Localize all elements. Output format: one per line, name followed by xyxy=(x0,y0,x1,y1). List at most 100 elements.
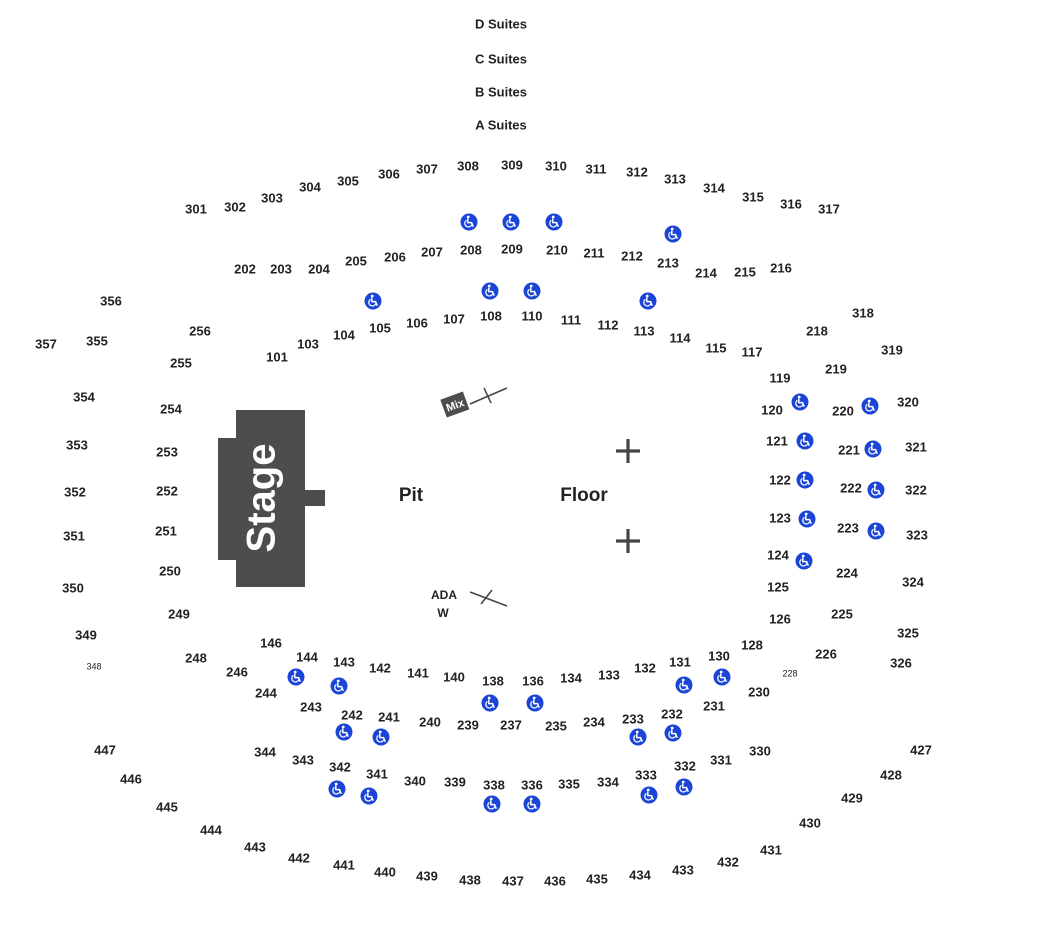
section-313[interactable]: 313 xyxy=(664,171,686,186)
section-119[interactable]: 119 xyxy=(770,370,791,385)
section-122[interactable]: 122 xyxy=(769,472,791,487)
section-440[interactable]: 440 xyxy=(374,864,396,879)
section-438[interactable]: 438 xyxy=(459,872,481,887)
section-226[interactable]: 226 xyxy=(815,646,837,661)
section-442[interactable]: 442 xyxy=(288,850,310,865)
section-356[interactable]: 356 xyxy=(100,293,122,308)
section-104[interactable]: 104 xyxy=(333,327,355,342)
section-431[interactable]: 431 xyxy=(760,842,782,857)
section-312[interactable]: 312 xyxy=(626,164,648,179)
section-107[interactable]: 107 xyxy=(443,311,465,326)
section-254[interactable]: 254 xyxy=(160,401,182,416)
section-332[interactable]: 332 xyxy=(674,758,696,773)
section-336[interactable]: 336 xyxy=(521,777,543,792)
section-434[interactable]: 434 xyxy=(629,867,651,882)
suite-b[interactable]: B Suites xyxy=(475,84,527,99)
section-101[interactable]: 101 xyxy=(266,349,288,364)
section-353[interactable]: 353 xyxy=(66,437,88,452)
section-252[interactable]: 252 xyxy=(156,483,178,498)
section-348[interactable]: 348 xyxy=(86,661,101,671)
section-241[interactable]: 241 xyxy=(378,709,400,724)
section-131[interactable]: 131 xyxy=(669,654,691,669)
section-114[interactable]: 114 xyxy=(670,330,692,345)
section-125[interactable]: 125 xyxy=(767,579,789,594)
section-230[interactable]: 230 xyxy=(748,684,770,699)
section-223[interactable]: 223 xyxy=(837,520,859,535)
section-357[interactable]: 357 xyxy=(35,336,57,351)
section-216[interactable]: 216 xyxy=(770,260,792,275)
section-111[interactable]: 111 xyxy=(561,312,581,327)
section-136[interactable]: 136 xyxy=(522,673,544,688)
section-209[interactable]: 209 xyxy=(501,241,523,256)
section-233[interactable]: 233 xyxy=(622,711,644,726)
floor-label[interactable]: Floor xyxy=(560,485,608,506)
section-319[interactable]: 319 xyxy=(881,342,903,357)
section-304[interactable]: 304 xyxy=(299,179,321,194)
section-240[interactable]: 240 xyxy=(419,714,441,729)
section-205[interactable]: 205 xyxy=(345,253,367,268)
section-444[interactable]: 444 xyxy=(200,822,222,837)
section-435[interactable]: 435 xyxy=(586,871,608,886)
section-128[interactable]: 128 xyxy=(741,637,763,652)
section-339[interactable]: 339 xyxy=(444,774,466,789)
section-437[interactable]: 437 xyxy=(502,873,524,888)
section-123[interactable]: 123 xyxy=(769,510,791,525)
section-325[interactable]: 325 xyxy=(897,625,919,640)
section-349[interactable]: 349 xyxy=(75,627,97,642)
section-242[interactable]: 242 xyxy=(341,707,363,722)
section-202[interactable]: 202 xyxy=(234,261,256,276)
section-235[interactable]: 235 xyxy=(545,718,567,733)
section-446[interactable]: 446 xyxy=(120,771,142,786)
section-237[interactable]: 237 xyxy=(500,717,522,732)
section-324[interactable]: 324 xyxy=(902,574,924,589)
section-315[interactable]: 315 xyxy=(742,189,764,204)
section-253[interactable]: 253 xyxy=(156,444,178,459)
section-215[interactable]: 215 xyxy=(734,264,756,279)
section-350[interactable]: 350 xyxy=(62,580,84,595)
section-130[interactable]: 130 xyxy=(708,648,730,663)
section-331[interactable]: 331 xyxy=(710,752,732,767)
section-308[interactable]: 308 xyxy=(457,158,479,173)
section-138[interactable]: 138 xyxy=(482,673,504,688)
section-355[interactable]: 355 xyxy=(86,333,108,348)
section-311[interactable]: 311 xyxy=(586,161,607,176)
section-105[interactable]: 105 xyxy=(369,320,391,335)
section-314[interactable]: 314 xyxy=(703,180,725,195)
section-244[interactable]: 244 xyxy=(255,685,277,700)
suite-d[interactable]: D Suites xyxy=(475,16,527,31)
section-351[interactable]: 351 xyxy=(63,528,85,543)
section-112[interactable]: 112 xyxy=(598,317,619,332)
pit-label[interactable]: Pit xyxy=(399,485,424,506)
section-225[interactable]: 225 xyxy=(831,606,853,621)
section-214[interactable]: 214 xyxy=(695,265,717,280)
section-306[interactable]: 306 xyxy=(378,166,400,181)
section-140[interactable]: 140 xyxy=(443,669,465,684)
section-146[interactable]: 146 xyxy=(260,635,282,650)
section-441[interactable]: 441 xyxy=(333,857,355,872)
section-307[interactable]: 307 xyxy=(416,161,438,176)
section-250[interactable]: 250 xyxy=(159,563,181,578)
section-301[interactable]: 301 xyxy=(185,201,207,216)
section-144[interactable]: 144 xyxy=(296,649,318,664)
section-429[interactable]: 429 xyxy=(841,790,863,805)
section-436[interactable]: 436 xyxy=(544,873,566,888)
section-432[interactable]: 432 xyxy=(717,854,739,869)
suite-c[interactable]: C Suites xyxy=(475,51,527,66)
section-219[interactable]: 219 xyxy=(825,361,847,376)
section-231[interactable]: 231 xyxy=(703,698,725,713)
section-228[interactable]: 228 xyxy=(782,668,797,678)
section-303[interactable]: 303 xyxy=(261,190,283,205)
section-320[interactable]: 320 xyxy=(897,394,919,409)
section-121[interactable]: 121 xyxy=(766,433,788,448)
section-255[interactable]: 255 xyxy=(170,355,192,370)
section-305[interactable]: 305 xyxy=(337,173,359,188)
section-340[interactable]: 340 xyxy=(404,773,426,788)
section-251[interactable]: 251 xyxy=(155,523,177,538)
section-335[interactable]: 335 xyxy=(558,776,580,791)
section-342[interactable]: 342 xyxy=(329,759,351,774)
section-132[interactable]: 132 xyxy=(634,660,656,675)
section-243[interactable]: 243 xyxy=(300,699,322,714)
section-352[interactable]: 352 xyxy=(64,484,86,499)
section-333[interactable]: 333 xyxy=(635,767,657,782)
section-443[interactable]: 443 xyxy=(244,839,266,854)
